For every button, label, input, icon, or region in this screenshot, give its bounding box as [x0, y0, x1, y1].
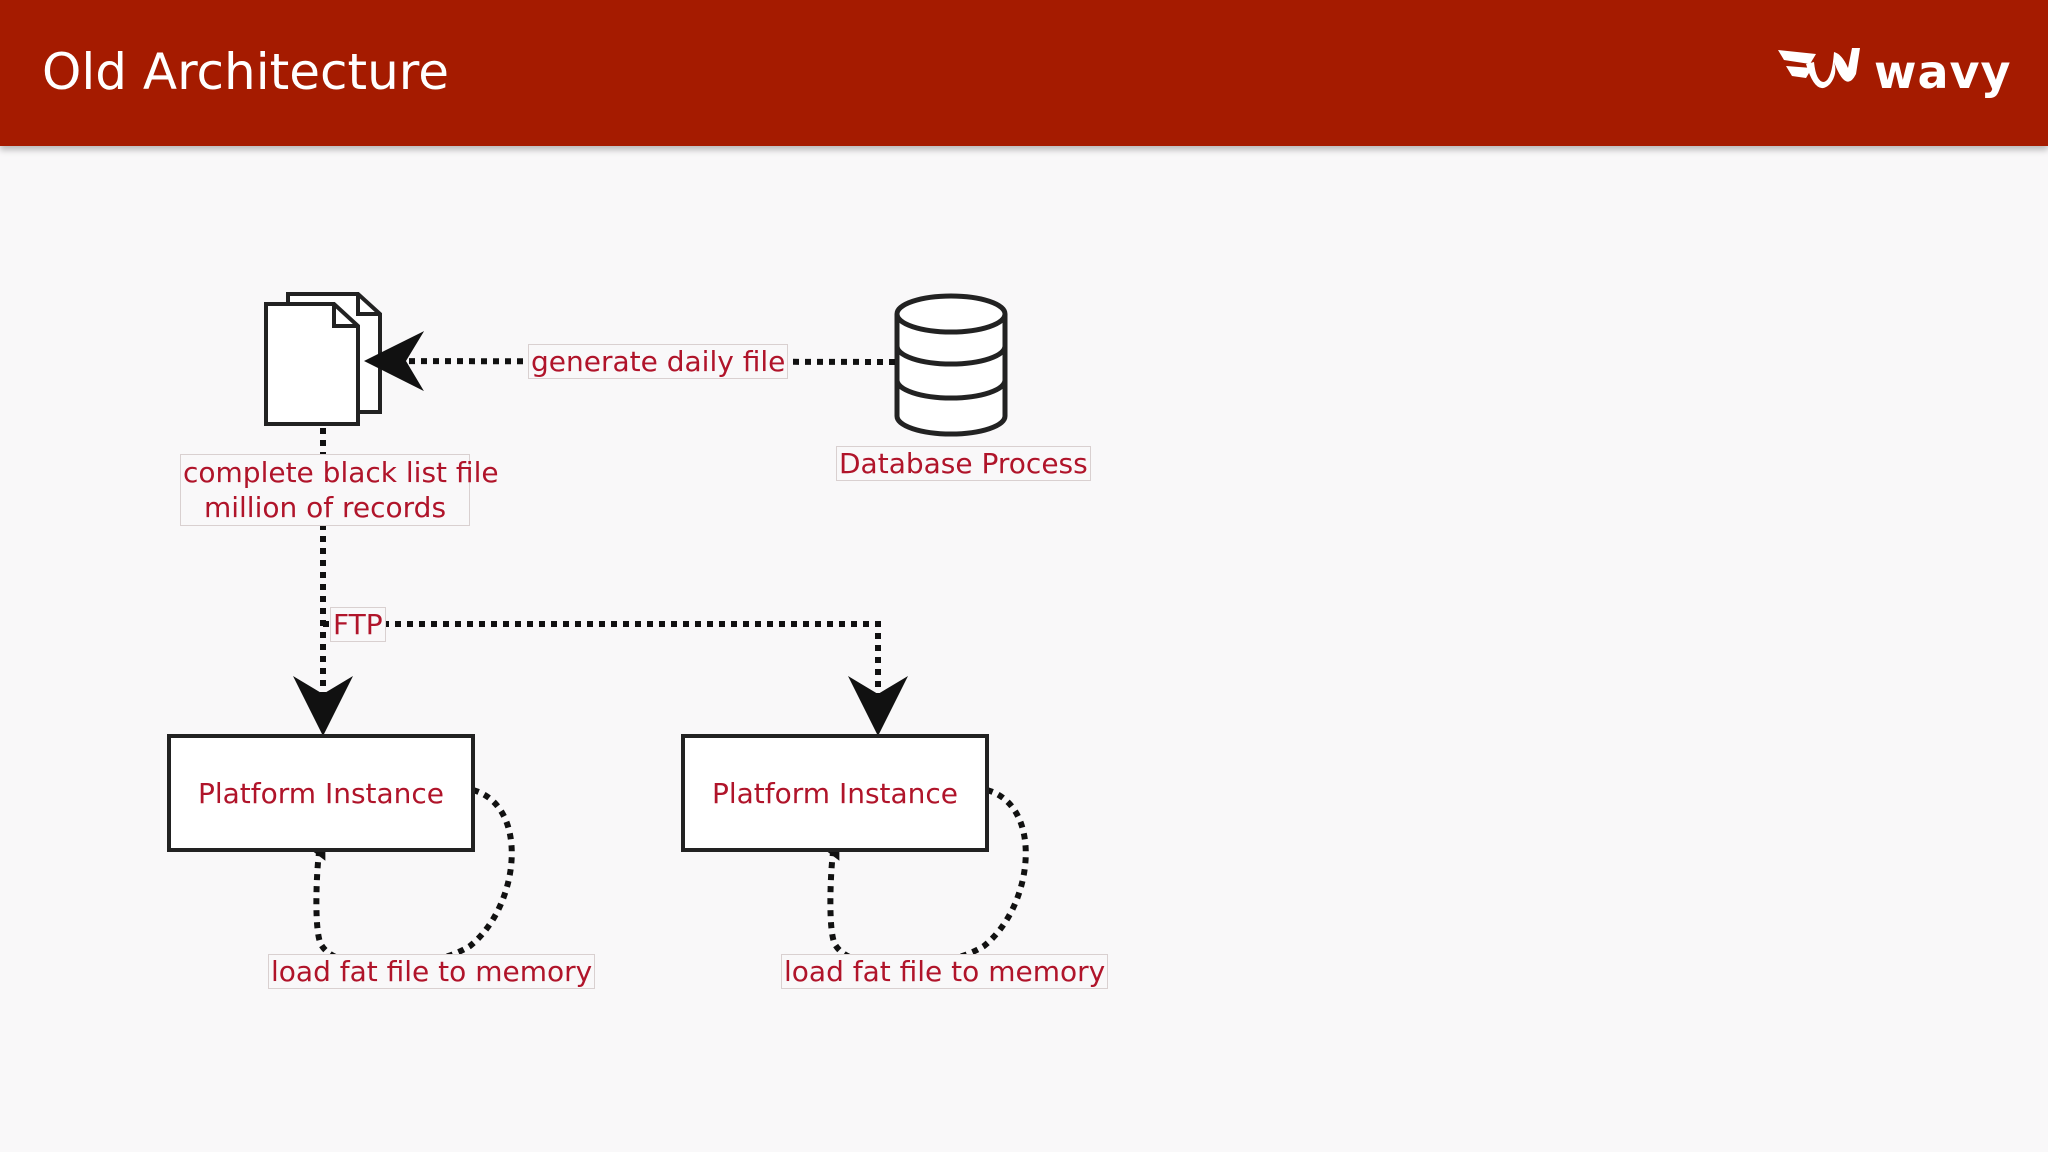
brand-name: wavy — [1874, 45, 2012, 99]
wavy-logo-icon — [1778, 48, 1860, 89]
platform-instance-left-label: Platform Instance — [197, 776, 445, 810]
file-label-line1: complete black list file — [183, 456, 499, 489]
file-label: complete black list file million of reco… — [180, 454, 499, 526]
file-label-line2: million of records — [203, 491, 447, 524]
diagram-canvas — [264, 292, 1029, 969]
edge-label-generate: generate daily file — [528, 344, 789, 379]
loop-label-left: load fat file to memory — [268, 954, 596, 989]
slide-title: Old Architecture — [42, 43, 449, 101]
wavy-logo: wavy — [1776, 44, 2011, 100]
edge-generate-daily-file — [364, 331, 896, 392]
platform-instance-right: Platform Instance — [681, 734, 989, 852]
platform-instance-right-label: Platform Instance — [711, 776, 959, 810]
file-stack-icon — [264, 292, 382, 426]
platform-instance-left: Platform Instance — [167, 734, 475, 852]
loop-label-right: load fat file to memory — [781, 954, 1109, 989]
database-icon — [894, 293, 1008, 437]
edge-label-ftp: FTP — [330, 607, 386, 642]
edge-ftp-right — [323, 621, 908, 736]
database-label: Database Process — [836, 446, 1091, 481]
slide-header: Old Architecture wavy — [0, 0, 2048, 146]
architecture-diagram: complete black list file million of reco… — [0, 146, 2048, 1152]
